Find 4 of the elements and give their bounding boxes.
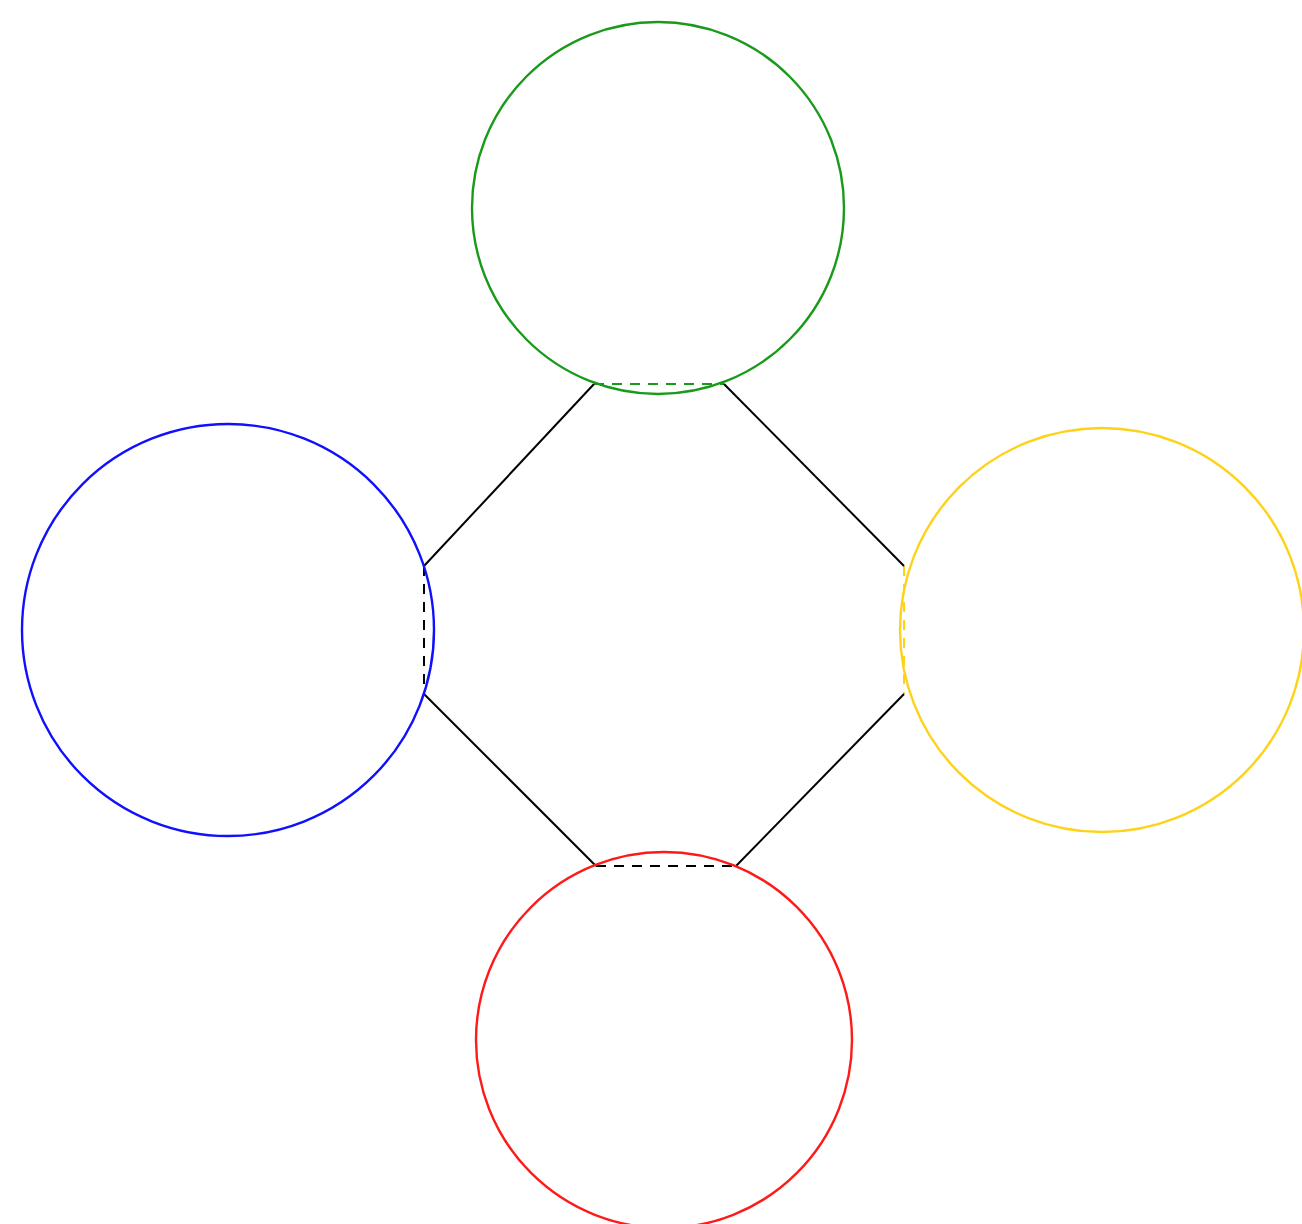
connector-line	[423, 693, 597, 867]
connector-line	[423, 383, 595, 567]
connector-line	[735, 693, 905, 867]
connector-line	[723, 383, 905, 567]
